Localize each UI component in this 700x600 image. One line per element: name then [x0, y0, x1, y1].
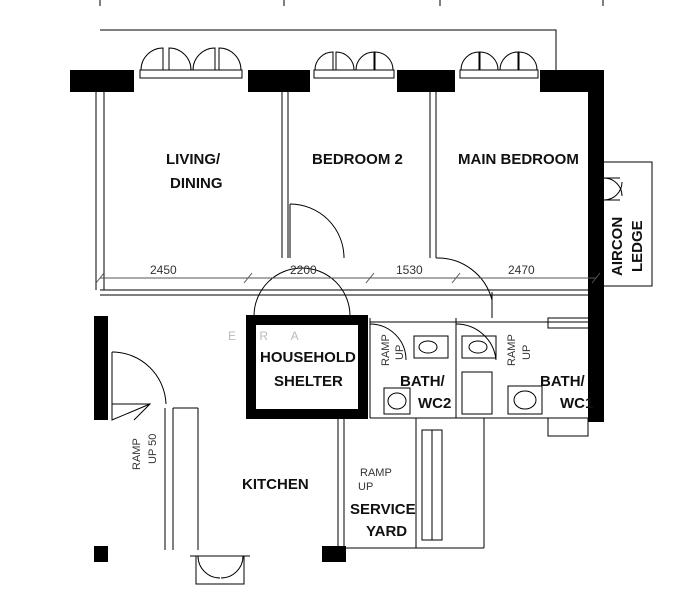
dimension-line	[95, 272, 601, 284]
main-bedroom-label: MAIN BEDROOM	[458, 151, 579, 168]
wc2-label: WC2	[418, 395, 451, 412]
living-label: LIVING/	[166, 151, 221, 168]
up-label-yard: UP	[358, 481, 373, 493]
dim-main-bedroom: 2470	[508, 263, 535, 277]
dim-bath: 1530	[396, 263, 423, 277]
thin-outlines	[95, 29, 653, 585]
shelter-label: SHELTER	[274, 373, 343, 390]
up-label-bath2: UP	[394, 345, 406, 360]
service-label: SERVICE	[350, 501, 416, 518]
dim-living: 2450	[150, 263, 177, 277]
top-ticks	[99, 0, 604, 6]
aircon-label: AIRCON	[609, 217, 626, 276]
bath2-label: BATH/	[400, 373, 446, 390]
ramp-label-bath2: RAMP	[380, 334, 392, 366]
kitchen-label: KITCHEN	[242, 476, 309, 493]
ledge-label: LEDGE	[629, 220, 646, 272]
ramp-label-entry: RAMP	[131, 438, 143, 470]
ramp-label-bath1: RAMP	[506, 334, 518, 366]
dining-label: DINING	[170, 175, 223, 192]
up-label-bath1: UP	[521, 345, 533, 360]
watermark: E R A	[228, 329, 309, 343]
household-label: HOUSEHOLD	[260, 349, 356, 366]
bath1-label: BATH/	[540, 373, 586, 390]
yard-label: YARD	[366, 523, 407, 540]
windows	[139, 47, 623, 579]
walls	[70, 70, 604, 562]
up50-label-entry: UP 50	[147, 434, 159, 464]
fixtures	[383, 335, 543, 415]
doors	[111, 203, 497, 421]
wc1-label: WC1	[560, 395, 593, 412]
dim-bedroom2: 2200	[290, 263, 317, 277]
bedroom2-label: BEDROOM 2	[312, 151, 403, 168]
ramp-label-yard: RAMP	[360, 467, 392, 479]
